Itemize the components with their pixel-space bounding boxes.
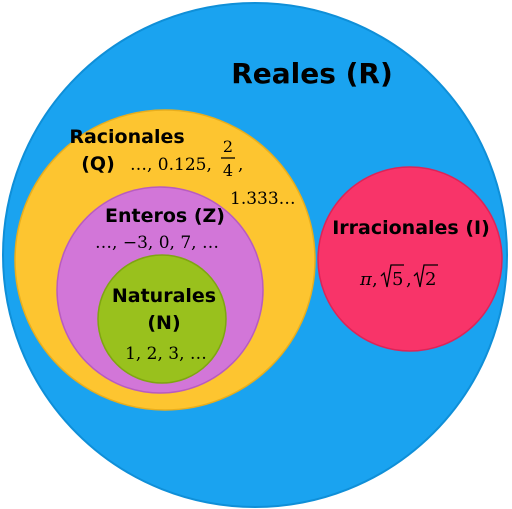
pi-symbol: π xyxy=(359,269,373,290)
fraction-comma: , xyxy=(238,155,243,175)
fraction-denominator: 4 xyxy=(223,161,233,180)
irracionales-examples: π , 5 , 2 xyxy=(359,264,438,290)
reales-label: Reales (R) xyxy=(231,57,393,90)
sqrt-5-radical-icon xyxy=(380,264,404,288)
naturales-examples: 1, 2, 3, … xyxy=(125,344,207,364)
enteros-label: Enteros (Z) xyxy=(105,205,225,227)
sqrt-2-radicand: 2 xyxy=(425,269,436,290)
sqrt-2-radical-icon xyxy=(413,264,438,288)
racionales-label-line2: (Q) xyxy=(81,153,115,175)
racionales-examples-part1: …, 0.125, xyxy=(130,155,212,175)
irracionales-label: Irracionales (I) xyxy=(332,217,490,239)
enteros-examples: …, −3, 0, 7, … xyxy=(95,233,219,253)
sqrt-5-radicand: 5 xyxy=(392,269,403,290)
naturales-circle xyxy=(97,254,227,384)
irracionales-sep-1: , xyxy=(372,269,378,290)
racionales-label-line1: Racionales xyxy=(69,126,184,148)
irracionales-sep-2: , xyxy=(406,269,412,290)
racionales-examples-part2: 1.333… xyxy=(230,189,296,209)
naturales-label-line2: (N) xyxy=(147,312,180,334)
irracionales-circle xyxy=(317,166,503,352)
fraction-numerator: 2 xyxy=(223,137,233,156)
naturales-label-line1: Naturales xyxy=(112,285,216,307)
